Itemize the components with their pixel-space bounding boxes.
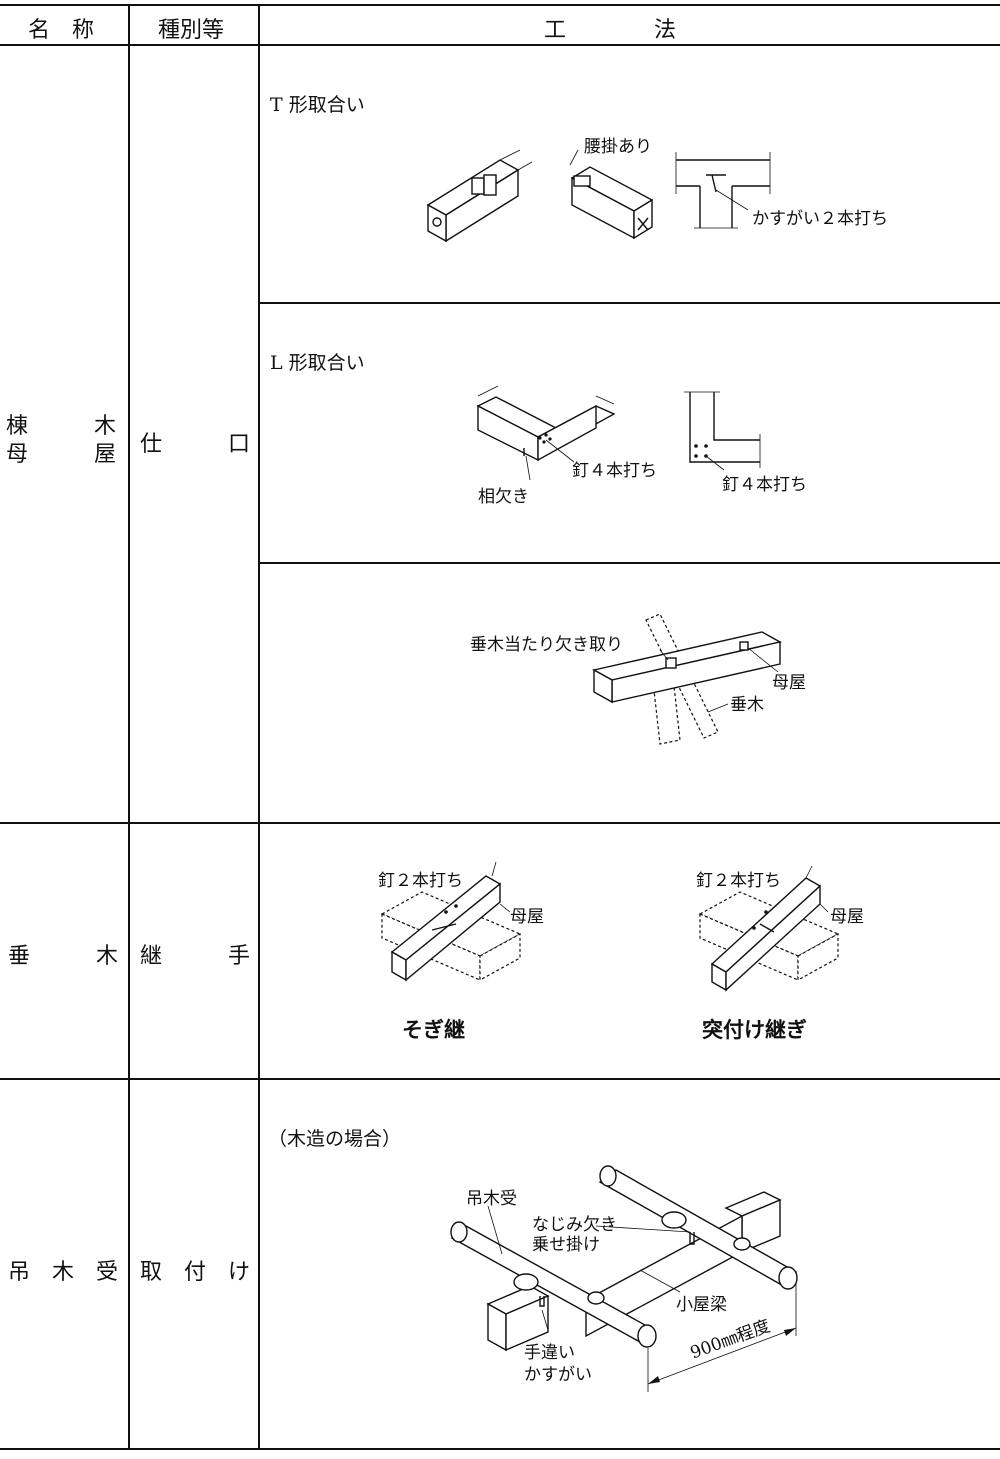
t-joint-label-koshikake: 腰掛あり bbox=[584, 137, 652, 157]
row1-bottom-border bbox=[0, 822, 1000, 824]
t-joint-title: T 形取合い bbox=[270, 94, 365, 116]
l-joint-title: L 形取合い bbox=[270, 352, 365, 374]
table-bottom-border bbox=[0, 1448, 1000, 1450]
row2-bottom-border bbox=[0, 1078, 1000, 1080]
taruki-notch-label-notch: 垂木当たり欠き取り bbox=[470, 635, 623, 655]
tsurigi-label-techigai1: 手違い bbox=[524, 1343, 575, 1363]
taruki-joint-right-caption: 突付け継ぎ bbox=[702, 1017, 807, 1042]
section-divider-1 bbox=[258, 302, 1000, 304]
column-divider-1 bbox=[128, 4, 130, 1450]
row2-name: 垂 木 bbox=[8, 944, 119, 969]
header-bottom-border bbox=[0, 44, 1000, 46]
t-joint-plan-view bbox=[675, 152, 771, 229]
header-type: 種別等 bbox=[158, 18, 225, 43]
row1-name-line2: 母 屋 bbox=[6, 442, 117, 467]
l-joint-iso-view bbox=[476, 385, 616, 481]
header-name: 名 称 bbox=[28, 18, 95, 43]
t-joint-left-member bbox=[426, 149, 533, 243]
taruki-joint-left-kugi: 釘２本打ち bbox=[378, 871, 463, 891]
column-divider-2 bbox=[258, 4, 260, 1450]
l-joint-plan-view bbox=[684, 391, 761, 471]
taruki-joint-left-moya: 母屋 bbox=[510, 907, 544, 927]
row2-type: 継 手 bbox=[140, 944, 251, 969]
tsurigi-label-koyabari: 小屋梁 bbox=[676, 1295, 727, 1315]
taruki-joint-left-diagram bbox=[380, 861, 522, 982]
l-joint-diagram bbox=[476, 385, 761, 481]
t-joint-label-kasugai: かすがい２本打ち bbox=[752, 209, 888, 229]
taruki-joint-left-caption: そぎ継 bbox=[402, 1017, 465, 1042]
row1-name-line1: 棟 木 bbox=[6, 414, 117, 439]
table-top-border bbox=[0, 4, 1000, 6]
tsurigi-label-najimi1: なじみ欠き bbox=[532, 1215, 617, 1235]
taruki-notch-diagram bbox=[592, 613, 782, 745]
row3-name: 吊 木 受 bbox=[8, 1260, 119, 1285]
l-joint-label-aikaki: 相欠き bbox=[478, 487, 529, 507]
taruki-notch-label-taruki: 垂木 bbox=[730, 695, 764, 715]
taruki-joint-right-moya: 母屋 bbox=[830, 907, 864, 927]
l-joint-label-kugi2: 釘４本打ち bbox=[722, 475, 807, 495]
row3-type: 取 付 け bbox=[140, 1260, 251, 1285]
row1-type: 仕 口 bbox=[140, 432, 251, 457]
taruki-joint-right-kugi: 釘２本打ち bbox=[696, 871, 781, 891]
tsurigi-label-najimi2: 乗せ掛け bbox=[532, 1235, 600, 1255]
taruki-joint-right-diagram bbox=[698, 865, 840, 992]
l-joint-label-kugi1: 釘４本打ち bbox=[572, 461, 657, 481]
taruki-notch-label-moya: 母屋 bbox=[772, 673, 806, 693]
section-divider-2 bbox=[258, 562, 1000, 564]
tsurigi-label-techigai2: かすがい bbox=[524, 1365, 592, 1385]
tsurigi-label-tsurigiuke: 吊木受 bbox=[466, 1189, 517, 1209]
header-method: 工 法 bbox=[544, 18, 677, 43]
t-joint-right-member bbox=[569, 149, 654, 240]
tsurigi-title: （木造の場合） bbox=[268, 1128, 402, 1150]
t-joint-diagram bbox=[426, 149, 771, 243]
